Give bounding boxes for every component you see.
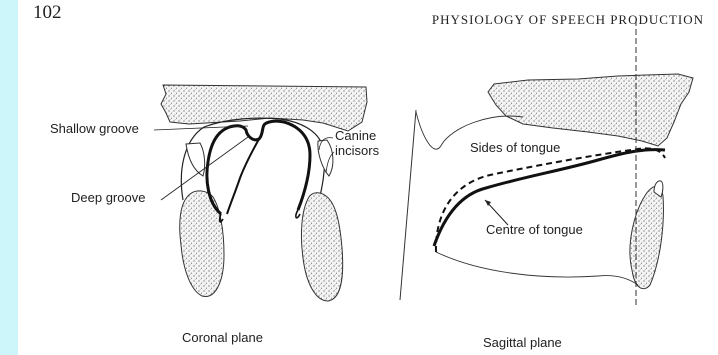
- left-tongue-edge: [220, 214, 223, 222]
- shallow-groove-label: Shallow groove: [50, 121, 139, 136]
- figure-drawing: [18, 0, 718, 355]
- coronal-diagram: [154, 85, 367, 301]
- coronal-tongue-inner: [227, 139, 259, 214]
- book-page: 102 PHYSIOLOGY OF SPEECH PRODUCTION: [18, 0, 718, 355]
- sagittal-diagram: [400, 20, 693, 305]
- coronal-plane-caption: Coronal plane: [182, 330, 263, 345]
- centre-of-tongue-label: Centre of tongue: [486, 222, 583, 237]
- canine-label: Canine: [335, 128, 376, 143]
- left-canine: [186, 143, 205, 176]
- tongue-floor-contour: [436, 252, 638, 285]
- sagittal-palate-bone: [488, 74, 693, 146]
- sagittal-plane-caption: Sagittal plane: [483, 335, 562, 350]
- incisors-label: incisors: [335, 143, 379, 158]
- sides-of-tongue-label: Sides of tongue: [470, 140, 560, 155]
- deep-groove-label: Deep groove: [71, 190, 145, 205]
- left-jaw: [180, 191, 224, 297]
- lower-incisor: [630, 186, 663, 288]
- right-tongue-edge: [296, 210, 300, 218]
- coronal-tongue: [207, 121, 310, 214]
- facial-profile-line: [400, 110, 416, 300]
- right-jaw: [301, 193, 342, 301]
